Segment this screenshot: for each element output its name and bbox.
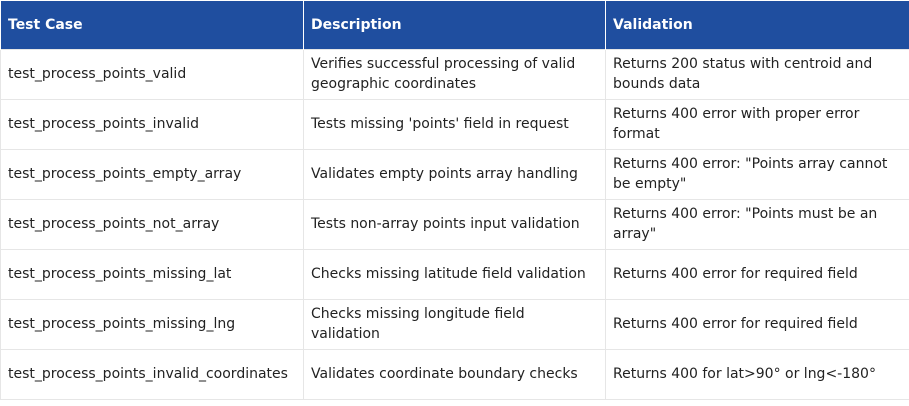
- table-header-row: Test Case Description Validation: [1, 1, 909, 49]
- cell-validation: Returns 200 status with centroid and bou…: [606, 49, 909, 99]
- cell-test-case: test_process_points_missing_lat: [1, 249, 304, 299]
- table-row: test_process_points_missing_lat Checks m…: [1, 249, 909, 299]
- cell-test-case: test_process_points_not_array: [1, 199, 304, 249]
- table-row: test_process_points_invalid_coordinates …: [1, 349, 909, 399]
- table-row: test_process_points_not_array Tests non-…: [1, 199, 909, 249]
- cell-description: Tests non-array points input validation: [304, 199, 606, 249]
- cell-test-case: test_process_points_empty_array: [1, 149, 304, 199]
- cell-validation: Returns 400 error for required field: [606, 299, 909, 349]
- cell-description: Tests missing 'points' field in request: [304, 99, 606, 149]
- header-description: Description: [304, 1, 606, 49]
- cell-test-case: test_process_points_invalid_coordinates: [1, 349, 304, 399]
- cell-test-case: test_process_points_missing_lng: [1, 299, 304, 349]
- table-row: test_process_points_empty_array Validate…: [1, 149, 909, 199]
- cell-validation: Returns 400 error for required field: [606, 249, 909, 299]
- cell-description: Checks missing latitude field validation: [304, 249, 606, 299]
- cell-test-case: test_process_points_valid: [1, 49, 304, 99]
- cell-validation: Returns 400 for lat>90° or lng<-180°: [606, 349, 909, 399]
- table-row: test_process_points_missing_lng Checks m…: [1, 299, 909, 349]
- cell-description: Checks missing longitude field validatio…: [304, 299, 606, 349]
- table-row: test_process_points_valid Verifies succe…: [1, 49, 909, 99]
- cell-validation: Returns 400 error: "Points must be an ar…: [606, 199, 909, 249]
- table-row: test_process_points_invalid Tests missin…: [1, 99, 909, 149]
- cell-description: Validates empty points array handling: [304, 149, 606, 199]
- cell-validation: Returns 400 error with proper error form…: [606, 99, 909, 149]
- header-test-case: Test Case: [1, 1, 304, 49]
- cell-test-case: test_process_points_invalid: [1, 99, 304, 149]
- cell-description: Validates coordinate boundary checks: [304, 349, 606, 399]
- cell-description: Verifies successful processing of valid …: [304, 49, 606, 99]
- header-validation: Validation: [606, 1, 909, 49]
- cell-validation: Returns 400 error: "Points array cannot …: [606, 149, 909, 199]
